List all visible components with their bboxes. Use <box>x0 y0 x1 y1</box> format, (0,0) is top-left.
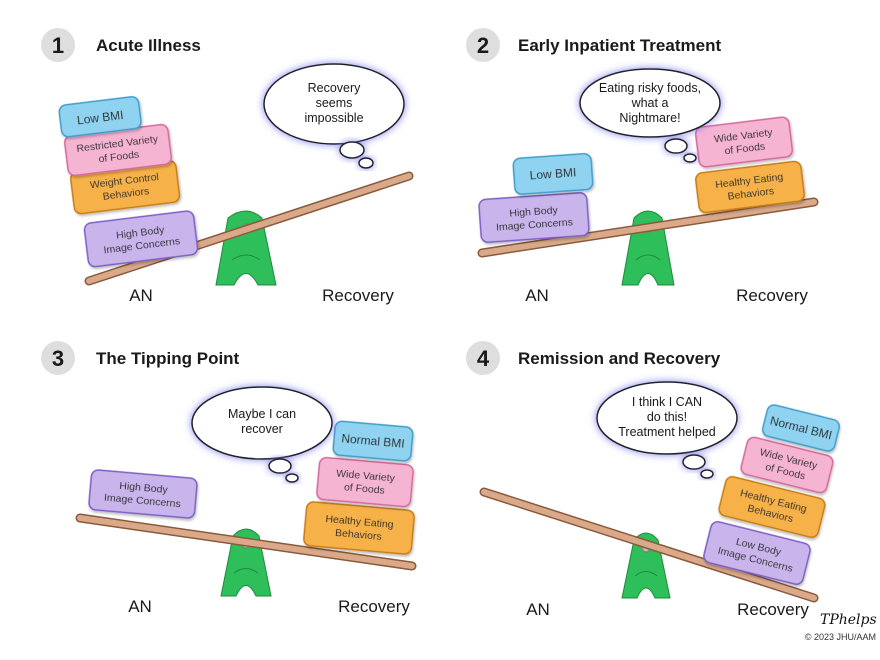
copyright-text: © 2023 JHU/AAM <box>805 632 876 642</box>
block-low-bmi: Low BMI <box>58 96 142 138</box>
block-wide-variety-of-foods: Wide Varietyof Foods <box>740 436 834 494</box>
side-label-recovery: Recovery <box>338 597 410 616</box>
block-high-body-image-concerns: High BodyImage Concerns <box>88 469 198 519</box>
artist-signature: TPhelps <box>820 612 877 628</box>
side-label-recovery: Recovery <box>737 600 809 619</box>
side-label-an: AN <box>525 286 549 305</box>
panel-2: 2 Early Inpatient Treatment High BodyIma… <box>466 28 819 305</box>
block-weight-control-behaviors: Weight ControlBehaviors <box>70 159 181 215</box>
block-high-body-image-concerns: High BodyImage Concerns <box>478 192 590 243</box>
block-low-body-image-concerns: Low BodyImage Concerns <box>703 521 811 585</box>
svg-text:Wide Varietyof Foods: Wide Varietyof Foods <box>335 468 396 498</box>
block-restricted-variety-of-foods: Restricted Varietyof Foods <box>64 123 172 177</box>
block-normal-bmi: Normal BMI <box>761 404 841 452</box>
step-number-badge <box>466 341 500 375</box>
side-label-an: AN <box>129 286 153 305</box>
svg-text:Low BMI: Low BMI <box>76 108 124 128</box>
side-label-an: AN <box>526 600 550 619</box>
step-number-badge <box>41 341 75 375</box>
block-wide-variety-of-foods: Wide Varietyof Foods <box>694 116 794 168</box>
step-number-badge <box>466 28 500 62</box>
step-number: 1 <box>52 33 64 58</box>
step-number: 2 <box>477 33 489 58</box>
panel-4: 4 Remission and Recovery Low BodyImage C… <box>466 341 841 619</box>
panel-1: 1 Acute Illness High BodyImage Concerns … <box>41 28 414 305</box>
block-healthy-eating-behaviors: Healthy EatingBehaviors <box>303 501 415 555</box>
svg-text:High BodyImage Concerns: High BodyImage Concerns <box>495 203 574 233</box>
panel-3: 3 The Tipping Point High BodyImage Conce… <box>41 341 417 616</box>
block-normal-bmi: Normal BMI <box>332 420 414 462</box>
side-label-recovery: Recovery <box>322 286 394 305</box>
svg-text:Low BMI: Low BMI <box>529 165 577 182</box>
svg-text:Healthy EatingBehaviors: Healthy EatingBehaviors <box>324 513 394 544</box>
svg-text:Wide Varietyof Foods: Wide Varietyof Foods <box>713 126 775 158</box>
block-wide-variety-of-foods: Wide Varietyof Foods <box>316 456 414 508</box>
block-healthy-eating-behaviors: Healthy EatingBehaviors <box>695 160 805 214</box>
panel-title: Acute Illness <box>96 36 201 55</box>
step-number: 3 <box>52 346 64 371</box>
side-label-an: AN <box>128 597 152 616</box>
step-number-badge <box>41 28 75 62</box>
panel-title: Remission and Recovery <box>518 349 721 368</box>
panel-title: Early Inpatient Treatment <box>518 36 721 55</box>
svg-text:Normal BMI: Normal BMI <box>341 431 405 450</box>
side-label-recovery: Recovery <box>736 286 808 305</box>
block-healthy-eating-behaviors: Healthy EatingBehaviors <box>718 475 826 539</box>
block-low-bmi: Low BMI <box>512 152 594 195</box>
step-number: 4 <box>477 346 490 371</box>
panel-title: The Tipping Point <box>96 349 240 368</box>
block-high-body-image-concerns: High BodyImage Concerns <box>83 210 199 268</box>
